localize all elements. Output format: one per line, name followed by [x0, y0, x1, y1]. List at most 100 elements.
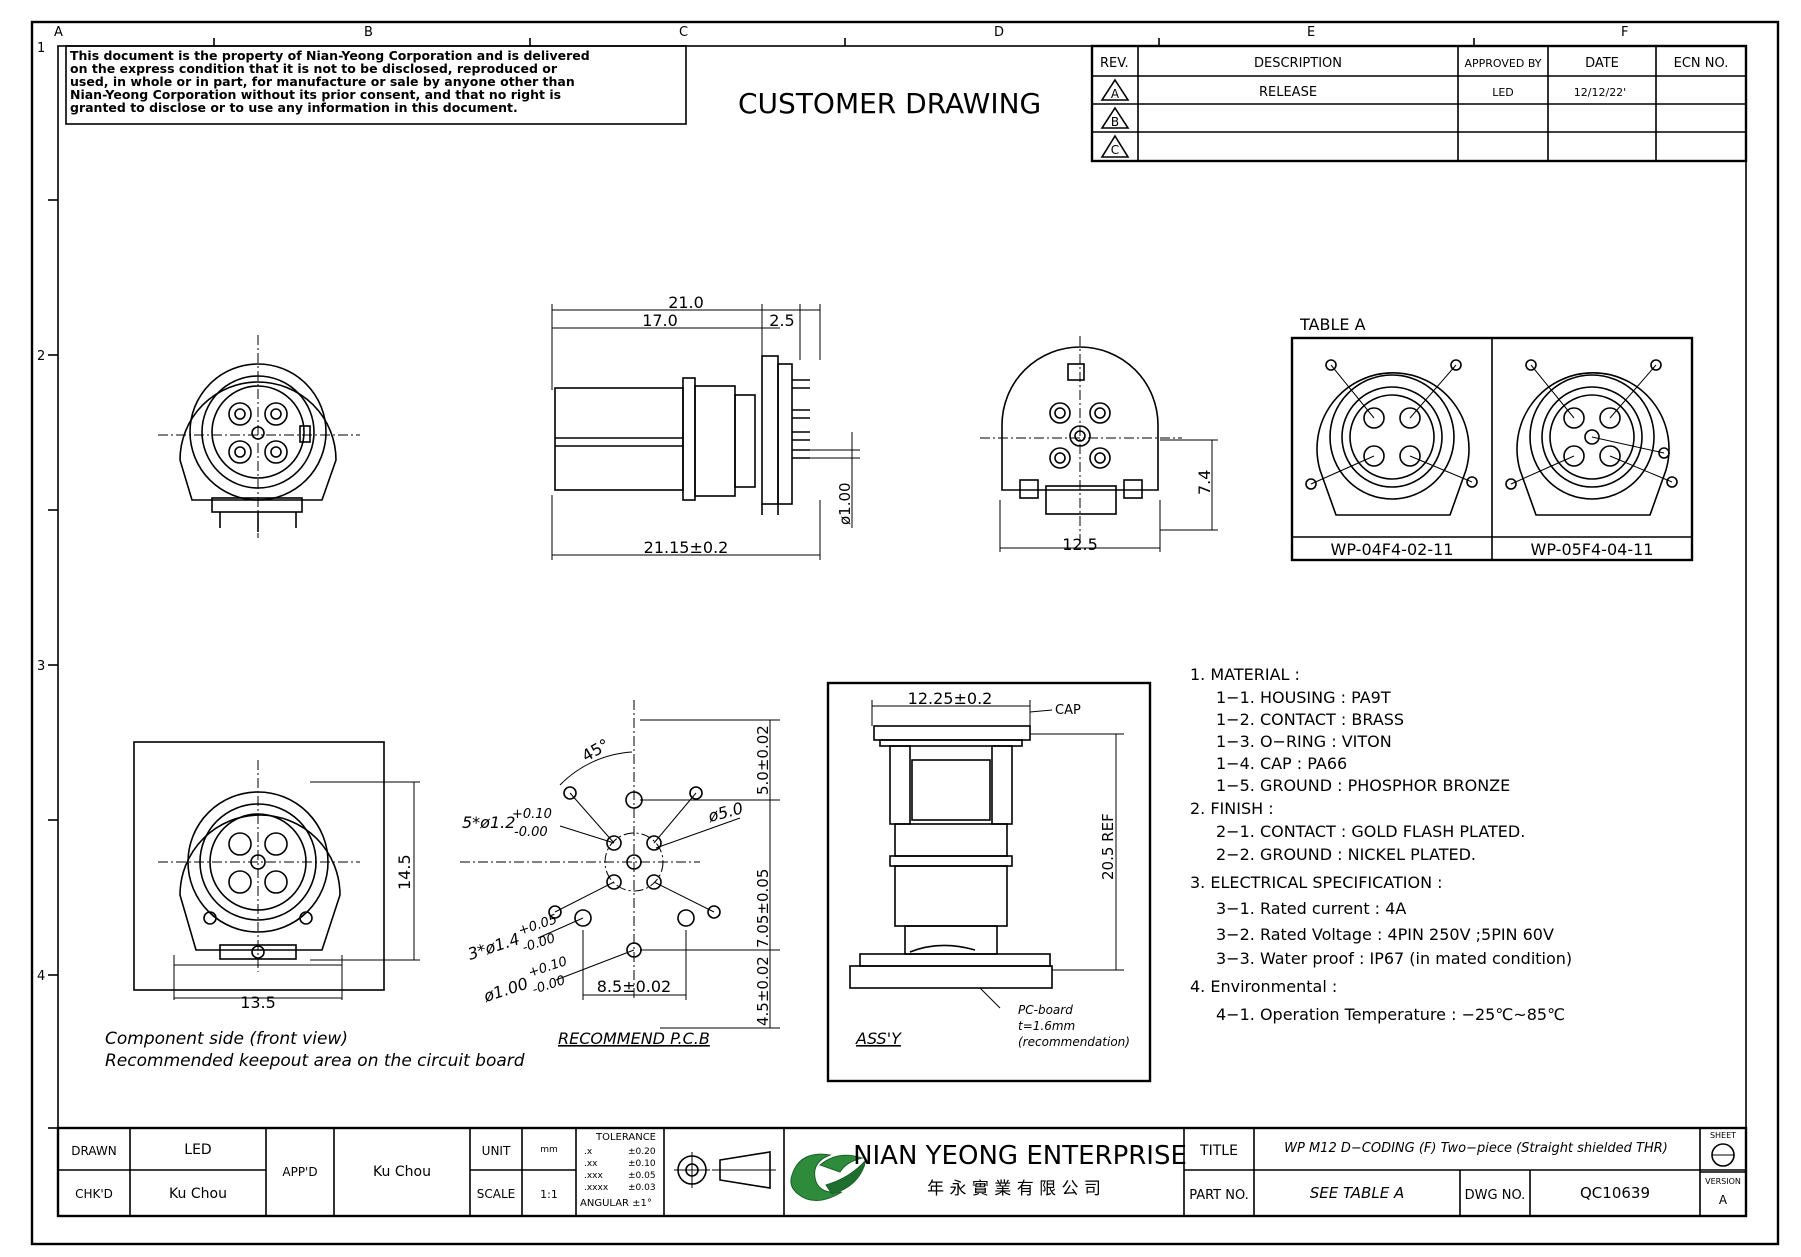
drawing-heading: CUSTOMER DRAWING [738, 87, 1041, 120]
tol-2-val: ±0.10 [628, 1159, 656, 1169]
dwg-label: DWG NO. [1465, 1188, 1526, 1203]
grid-row-1: 1 [37, 41, 45, 56]
drawn-label: DRAWN [71, 1144, 117, 1158]
dwg-value: QC10639 [1580, 1184, 1650, 1202]
table-a-4pin-face [1305, 359, 1478, 516]
version-value: A [1719, 1193, 1728, 1207]
chkd-label: CHK'D [75, 1187, 113, 1201]
grid-row-2: 2 [37, 349, 45, 364]
revision-table: REV. DESCRIPTION APPROVED BY DATE ECN NO… [1090, 44, 1748, 163]
pcb-dim-top: 5.0±0.02 [754, 725, 772, 795]
assy-pcb-note-3: (recommendation) [1018, 1035, 1130, 1049]
outer-border [30, 20, 1780, 1246]
grid-columns: A B C D E F [54, 25, 1628, 40]
table-a-part-5pin: WP-05F4-04-11 [1531, 540, 1654, 559]
assembly-view: 12.25±0.2 CAP 20.5 REF PC-board t=1.6mm … [826, 681, 1152, 1083]
part-value: SEE TABLE A [1310, 1184, 1404, 1202]
rev-a-label: A [1111, 87, 1120, 101]
notice-line-5: granted to disclose or to use any inform… [70, 100, 518, 115]
grid-row-3: 3 [37, 659, 45, 674]
side-view: 21.0 17.0 2.5 21.15±0.2 ø1.00 [551, 293, 860, 560]
rev-a-date: 12/12/22' [1574, 86, 1626, 99]
side-dim-pin: ø1.00 [836, 482, 854, 525]
table-a-5pin-face [1505, 359, 1678, 516]
spec-line-7: 2. FINISH : [1190, 799, 1274, 818]
pcb-circle-dia: ø5.0 [705, 798, 745, 826]
side-dim-length: 21.15±0.2 [644, 538, 729, 557]
notice-text: This document is the property of Nian-Ye… [70, 48, 590, 115]
appd-label: APP'D [282, 1165, 317, 1179]
spec-line-8: 2−1. CONTACT : GOLD FLASH PLATED. [1216, 822, 1525, 841]
title-value: WP M12 D−CODING (F) Two−piece (Straight … [1284, 1141, 1668, 1156]
tol-4-key: .xxxx [584, 1183, 609, 1193]
spec-line-5: 1−4. CAP : PA66 [1216, 754, 1347, 773]
spec-line-1: 1. MATERIAL : [1190, 665, 1300, 684]
front-dim-height: 14.5 [395, 854, 414, 890]
tol-4-val: ±0.03 [628, 1183, 656, 1193]
rev-triangle-b: B [1100, 106, 1130, 129]
rev-a-description: RELEASE [1259, 85, 1317, 100]
company-name: NIAN YEONG ENTERPRISE [853, 1141, 1187, 1171]
spec-line-3: 1−2. CONTACT : BRASS [1216, 710, 1404, 729]
spec-line-2: 1−1. HOUSING : PA9T [1216, 688, 1391, 707]
pcb-hole-a: 5*ø1.2 [462, 813, 515, 832]
grid-col-d: D [994, 25, 1004, 40]
tol-3-key: .xxx [584, 1171, 604, 1181]
spec-line-9: 2−2. GROUND : NICKEL PLATED. [1216, 845, 1476, 864]
rear-dim-width: 12.5 [1062, 535, 1098, 554]
approved-header: APPROVED BY [1464, 57, 1541, 70]
rear-dim-height: 7.4 [1195, 470, 1214, 495]
table-a: TABLE A WP-04F4-02-11 WP-05F4-04-11 [1290, 315, 1694, 562]
notice-box [65, 45, 687, 125]
spec-line-4: 1−3. O−RING : VITON [1216, 732, 1392, 751]
pcb-caption: RECOMMEND P.C.B [558, 1029, 710, 1048]
assy-cap-label: CAP [1055, 703, 1081, 718]
front-dim-width: 13.5 [240, 993, 276, 1012]
spec-line-6: 1−5. GROUND : PHOSPHOR BRONZE [1216, 776, 1510, 795]
scale-value: 1:1 [540, 1188, 558, 1201]
spec-line-11: 3−1. Rated current : 4A [1216, 899, 1406, 918]
spec-line-12: 3−2. Rated Voltage : 4PIN 250V ;5PIN 60V [1216, 925, 1554, 944]
rev-a-approved: LED [1492, 86, 1514, 99]
rear-view: 12.5 7.4 [980, 336, 1218, 554]
sheet-label: SHEET [1710, 1131, 1736, 1140]
scale-label: SCALE [477, 1187, 515, 1201]
company-logo [790, 1153, 867, 1201]
rev-c-label: C [1111, 143, 1119, 157]
front-caption-1: Component side (front view) [105, 1029, 348, 1049]
grid-ticks [48, 38, 1475, 1129]
pcb-hole-b: 3*ø1.4 [465, 929, 522, 964]
description-header: DESCRIPTION [1254, 56, 1342, 71]
chkd-value: Ku Chou [169, 1186, 227, 1202]
assy-caption: ASS'Y [855, 1029, 902, 1048]
rev-b-label: B [1111, 115, 1119, 129]
assy-pcb-note-2: t=1.6mm [1018, 1019, 1075, 1033]
appd-value: Ku Chou [373, 1164, 431, 1180]
tolerance-title: TOLERANCE [595, 1132, 656, 1143]
grid-col-c: C [679, 25, 688, 40]
tol-1-val: ±0.20 [628, 1147, 656, 1157]
spec-line-14: 4. Environmental : [1190, 977, 1337, 996]
notice-line-4: Nian-Yeong Corporation without its prior… [70, 87, 561, 102]
side-dim-body: 17.0 [642, 311, 678, 330]
pcb-hole-c: ø1.00 [480, 974, 530, 1006]
pcb-layout: 45° 5*ø1.2 +0.10 -0.00 ø5.0 3*ø1.4 +0.05… [460, 700, 780, 1048]
sheet-icon [1711, 1143, 1735, 1167]
version-label: VERSION [1705, 1177, 1741, 1186]
tol-1-key: .x [584, 1147, 593, 1157]
assy-pcb-note-1: PC-board [1018, 1003, 1073, 1017]
unit-label: UNIT [482, 1144, 511, 1158]
ecn-header: ECN NO. [1674, 56, 1729, 71]
side-dim-flange: 2.5 [769, 311, 794, 330]
front-view-top [158, 335, 360, 538]
grid-col-f: F [1621, 25, 1628, 40]
pcb-hole-a-tol-lower: -0.00 [514, 825, 548, 840]
pcb-angle: 45° [579, 735, 613, 766]
tol-3-val: ±0.05 [628, 1171, 656, 1181]
notice-line-2: on the express condition that it is not … [70, 61, 558, 76]
drawn-value: LED [184, 1142, 211, 1158]
table-a-title: TABLE A [1299, 315, 1366, 334]
spec-line-15: 4−1. Operation Temperature : −25℃~85℃ [1216, 1005, 1565, 1024]
rev-triangle-c: C [1100, 134, 1130, 158]
title-block: DRAWN LED CHK'D Ku Chou APP'D Ku Chou UN… [56, 1126, 1748, 1218]
